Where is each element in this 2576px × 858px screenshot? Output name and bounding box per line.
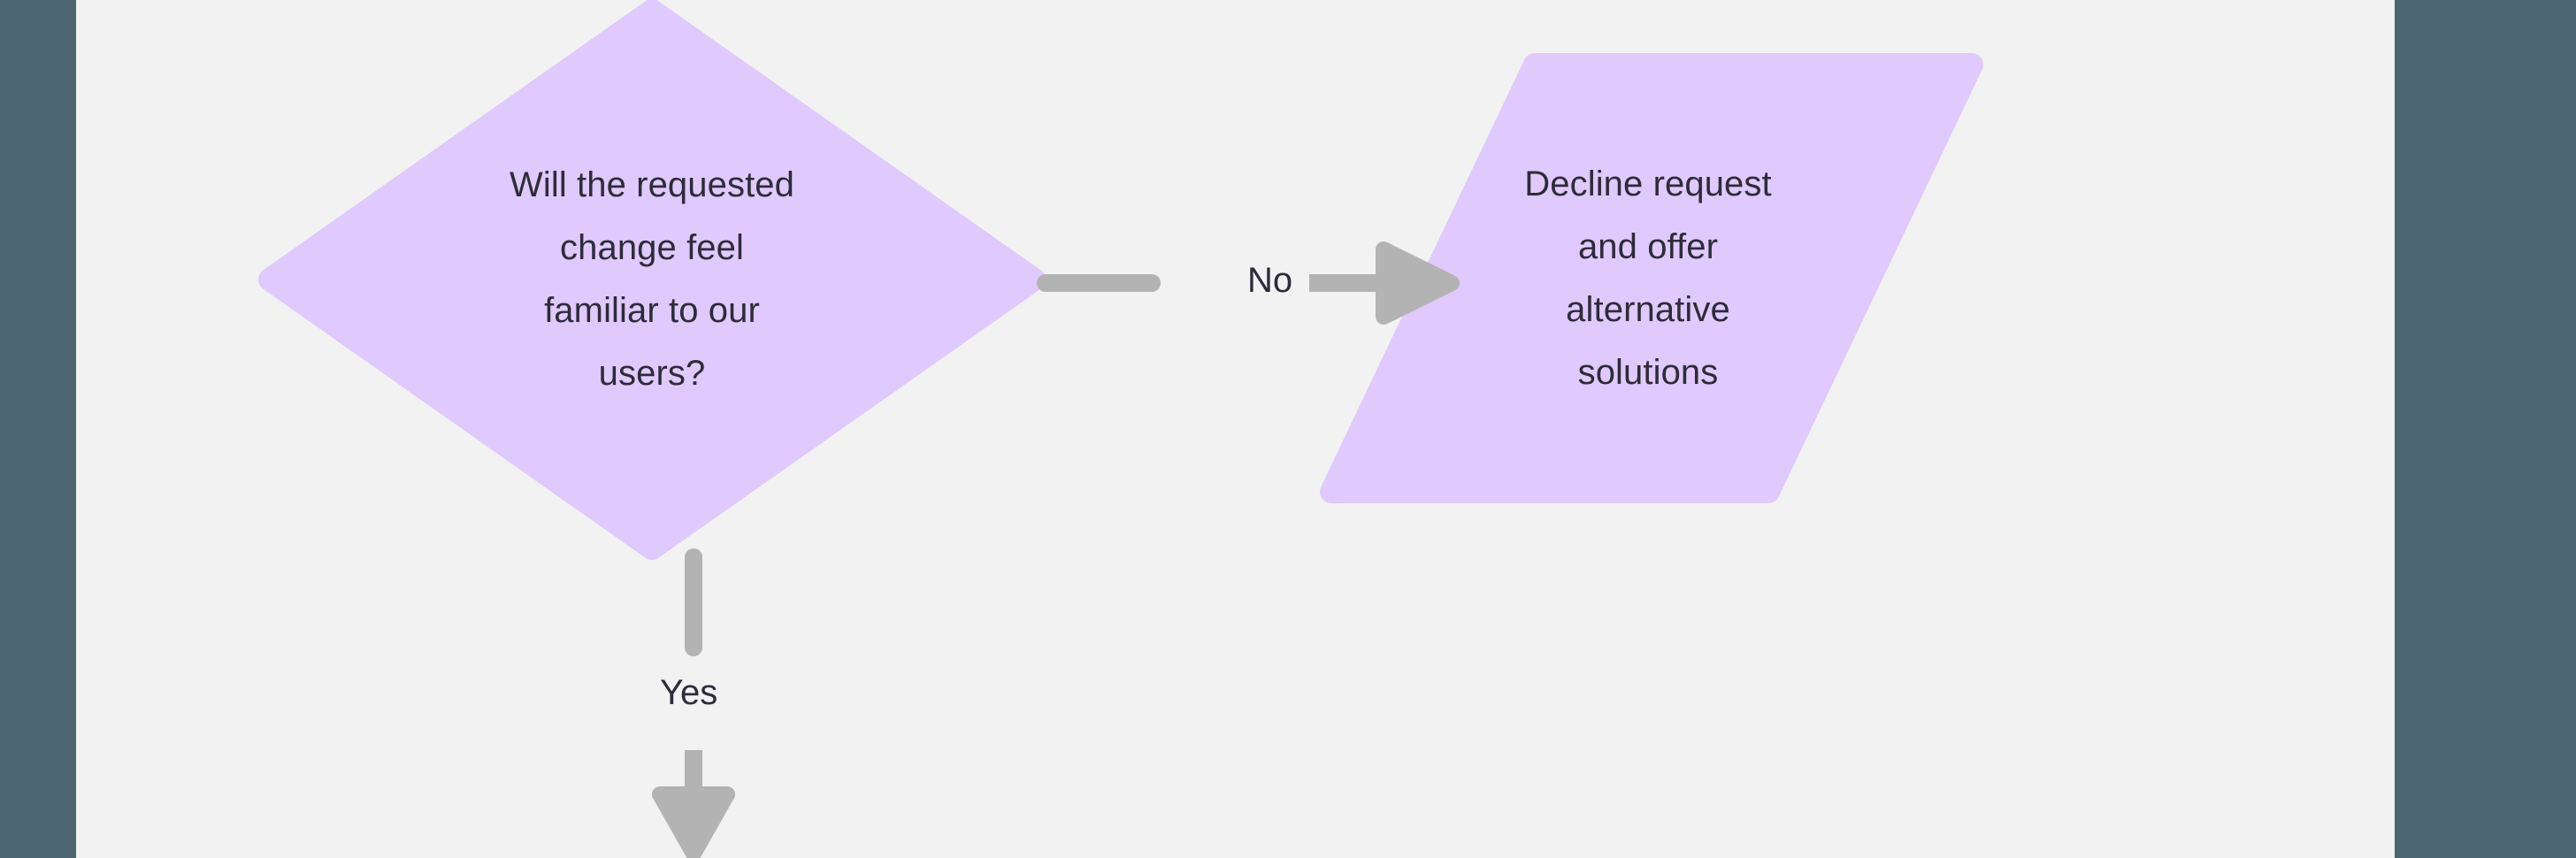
edge-no-connector[interactable] [1037, 239, 1461, 336]
right-margin-band [2395, 0, 2576, 858]
output-node-shape[interactable] [1320, 53, 1983, 503]
edge-yes-connector[interactable] [651, 548, 810, 858]
left-margin-band [0, 0, 76, 858]
decision-node-shape[interactable] [258, 0, 1046, 560]
edge-yes-line-top [685, 548, 702, 656]
edge-no-arrowhead [1376, 241, 1460, 325]
edge-yes-line-bottom [685, 750, 702, 794]
edge-no-line-left [1037, 274, 1161, 292]
edge-no-line-right [1309, 274, 1385, 292]
diagram-surface: Will the requested change feel familiar … [76, 0, 2395, 858]
edge-yes-arrowhead [652, 786, 735, 858]
